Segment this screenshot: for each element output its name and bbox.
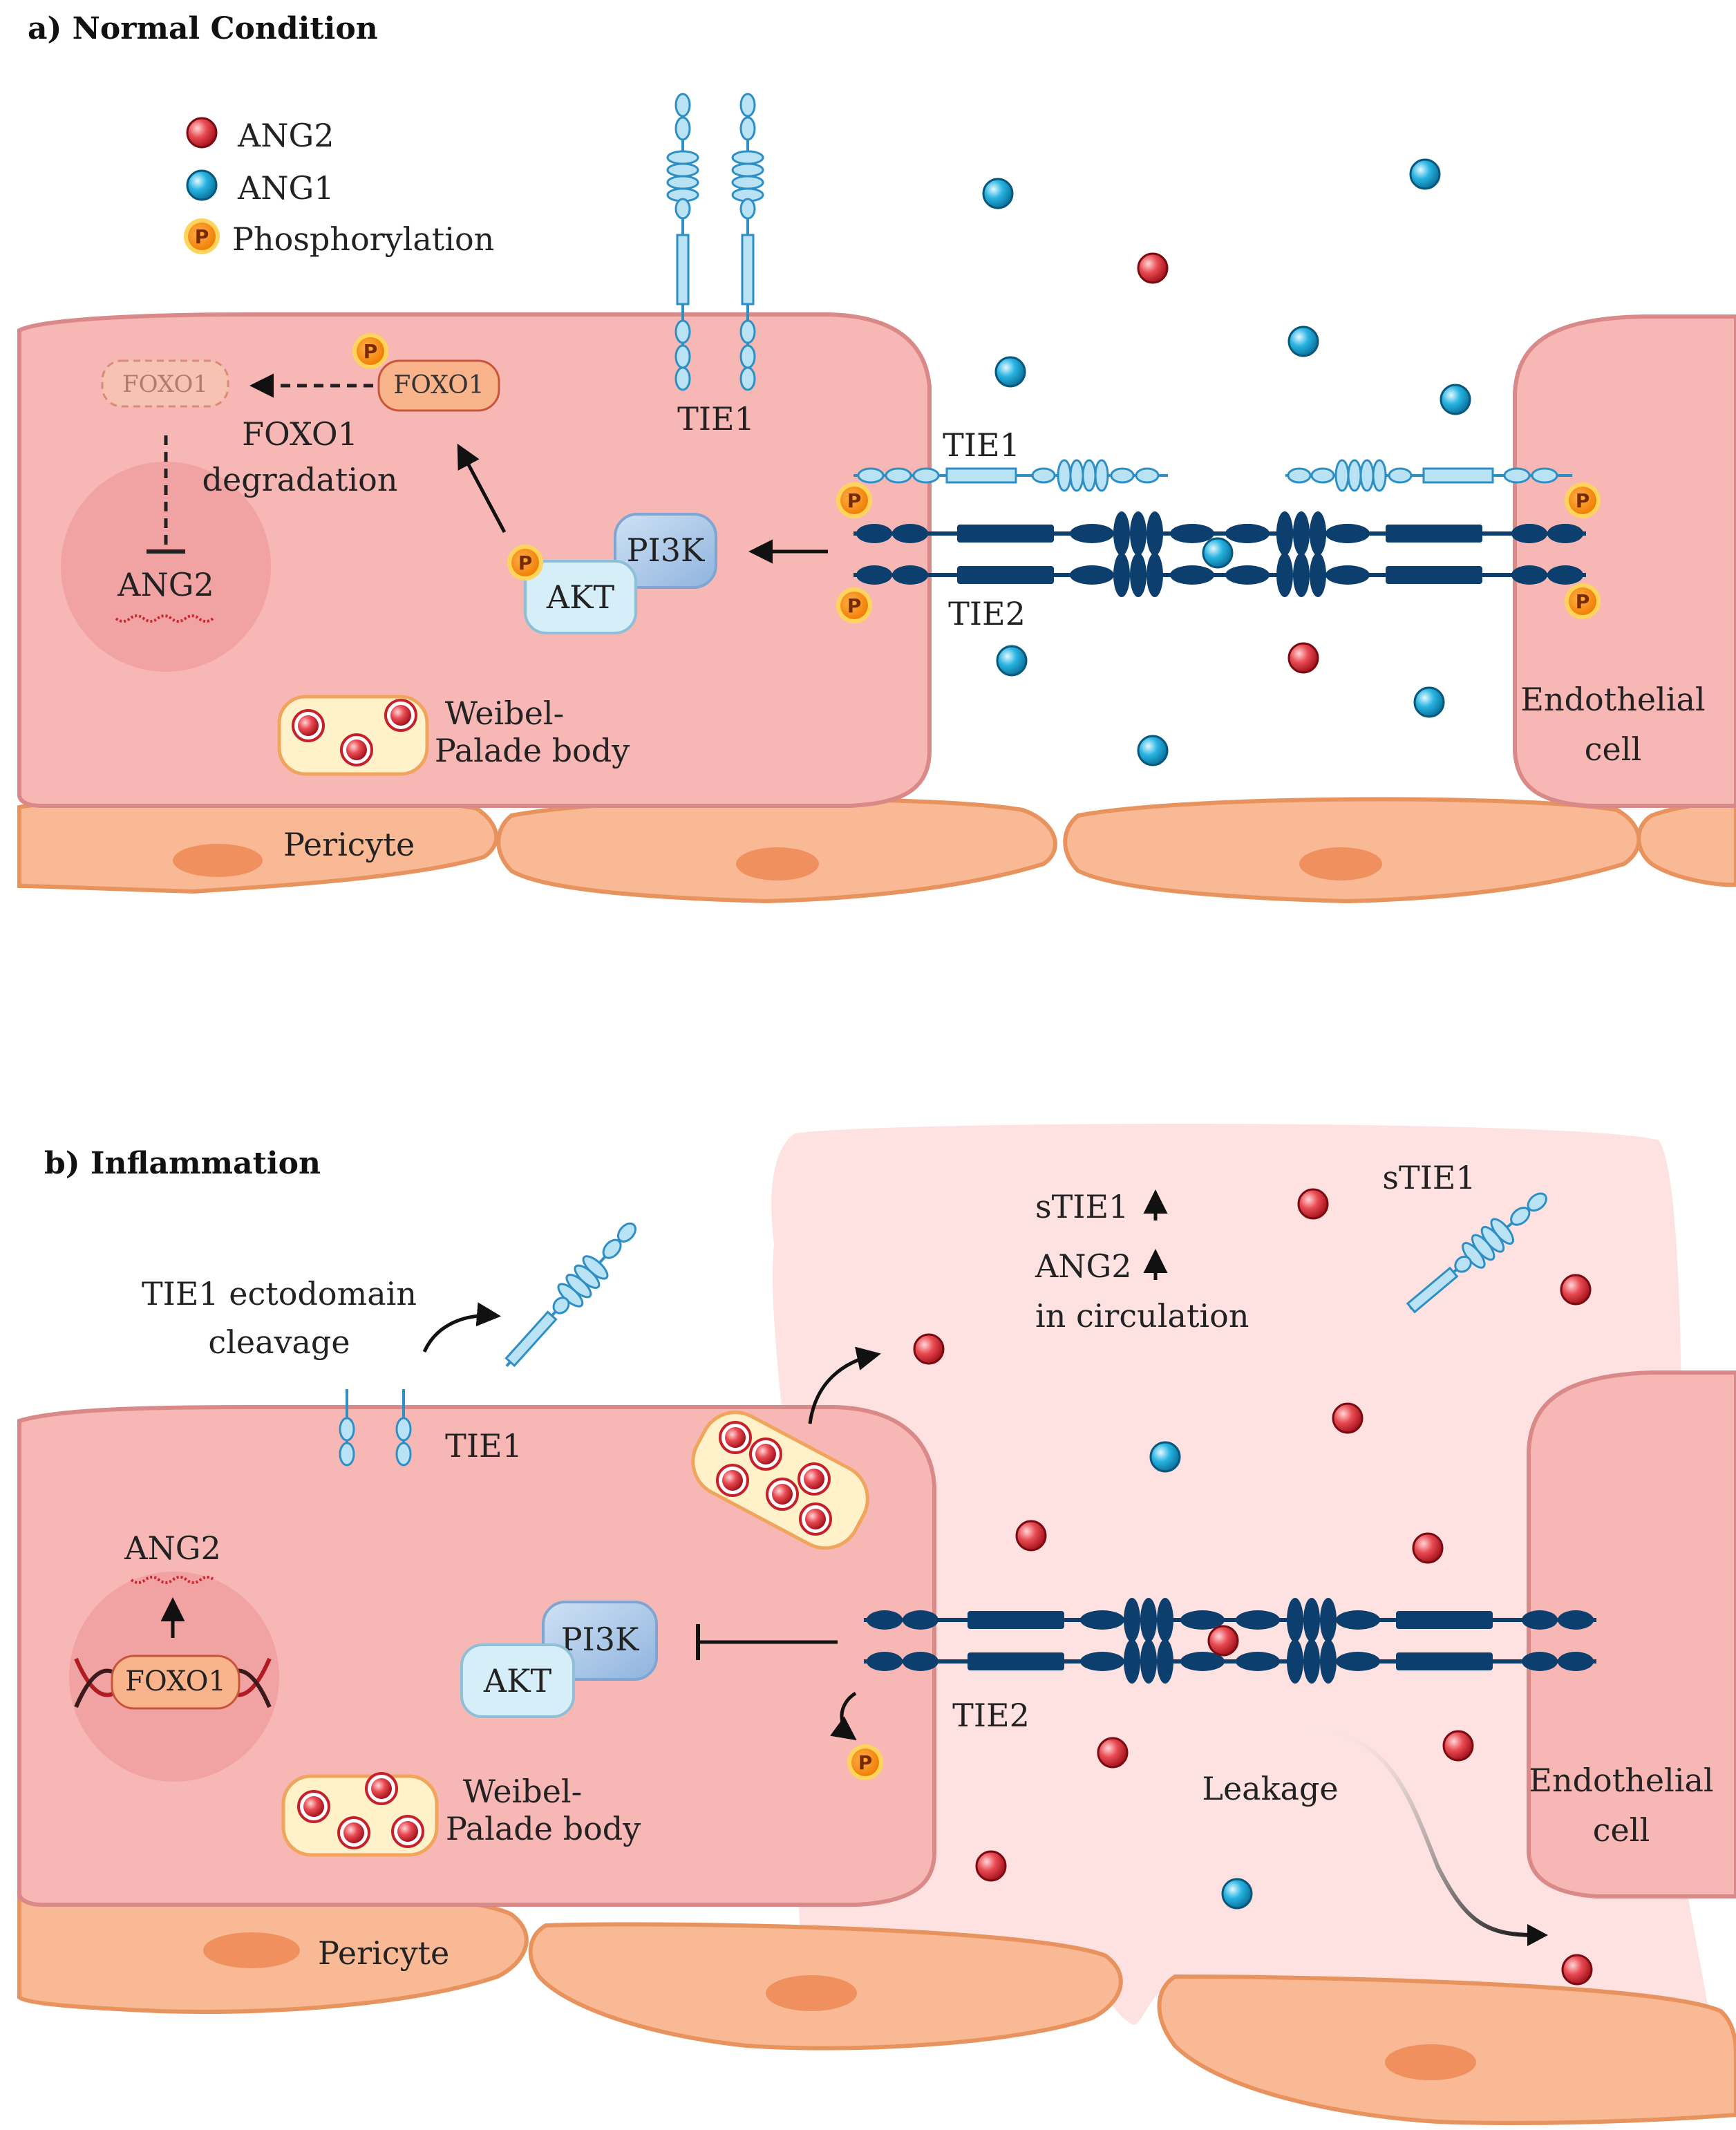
panel-a: a) Normal Condition Pericyte ANG2 FOXO1 … xyxy=(17,11,1736,904)
wpb-release-arrow xyxy=(808,1346,881,1424)
wpb-label-b-2: Palade body xyxy=(446,1810,641,1847)
svg-text:P: P xyxy=(1576,590,1590,613)
stie1-fragment xyxy=(1406,1192,1547,1314)
endothelial-label-a-1: Endothelial xyxy=(1520,681,1705,718)
cleavage-arrow xyxy=(422,1302,501,1353)
akt-to-foxo1-arrow xyxy=(457,443,507,534)
tie1-stub-2 xyxy=(395,1389,412,1467)
tie1-stub-1 xyxy=(339,1389,355,1467)
foxo1-label-a: FOXO1 xyxy=(393,371,484,399)
legend-ang1: ANG1 xyxy=(237,169,334,207)
tie1-receptor-horizontal-right xyxy=(1285,459,1572,492)
svg-text:P: P xyxy=(847,489,862,512)
tie1-receptor-horizontal-left xyxy=(853,459,1168,492)
pericyte-layer-b: Pericyte xyxy=(17,1885,1736,2125)
panel-b-title: b) Inflammation xyxy=(44,1146,321,1181)
ang2-mrna-b xyxy=(130,1576,216,1584)
tie1-label-b: TIE1 xyxy=(445,1427,522,1464)
circulation-ang2: ANG2 xyxy=(1035,1247,1131,1285)
pi3k-label-b: PI3K xyxy=(561,1621,640,1658)
pi3k-label-a: PI3K xyxy=(627,531,706,569)
leakage-arrow xyxy=(1299,1726,1535,1937)
legend-phosphorylation: Phosphorylation xyxy=(232,220,494,258)
dephosphorylation-arrow xyxy=(830,1691,857,1741)
endothelial-label-b-1: Endothelial xyxy=(1529,1762,1713,1799)
endothelial-cell-left-a xyxy=(17,312,932,808)
panel-a-title: a) Normal Condition xyxy=(28,11,378,46)
legend: ANG2 ANG1 P Phosphorylation xyxy=(184,117,494,258)
tie1-receptor-vertical-2 xyxy=(731,93,764,391)
endothelial-label-a-2: cell xyxy=(1585,731,1641,768)
ang2-nucleus-label-a: ANG2 xyxy=(117,566,214,603)
foxo1-degradation-label-1: FOXO1 xyxy=(242,415,358,453)
svg-text:P: P xyxy=(1576,489,1590,512)
tie2-receptor-b xyxy=(864,1598,1596,1684)
svg-text:P: P xyxy=(364,340,378,363)
leakage-label: Leakage xyxy=(1202,1770,1338,1807)
endothelial-cell-right-a xyxy=(1513,314,1736,808)
svg-text:P: P xyxy=(858,1751,873,1774)
stie1-label: sTIE1 xyxy=(1382,1159,1475,1196)
tie1-receptor-vertical-1 xyxy=(666,93,699,391)
pericyte-label-a: Pericyte xyxy=(283,826,415,863)
cleavage-label-2: cleavage xyxy=(208,1323,350,1361)
tie2-label-b: TIE2 xyxy=(952,1697,1030,1734)
akt-box-a xyxy=(524,560,637,634)
legend-ang2: ANG2 xyxy=(237,117,334,154)
nucleus-a xyxy=(61,462,271,672)
svg-text:P: P xyxy=(847,594,862,617)
foxo1-faded-label: FOXO1 xyxy=(122,370,208,398)
foxo1-label-b: FOXO1 xyxy=(125,1666,226,1697)
pericyte-label-b: Pericyte xyxy=(318,1934,449,1972)
tie1-top-label: TIE1 xyxy=(677,400,755,437)
akt-label-a: AKT xyxy=(546,578,615,616)
panel-b: b) Inflammation Pericyte ANG2 FOXO1 xyxy=(17,1124,1736,2125)
pericyte-layer-a: Pericyte xyxy=(17,795,1736,904)
akt-label-b: AKT xyxy=(483,1662,552,1699)
foxo1-faded xyxy=(101,359,229,408)
wpb-label-a-2: Palade body xyxy=(435,732,630,769)
endothelial-label-b-2: cell xyxy=(1593,1811,1650,1849)
tie2-label-a: TIE2 xyxy=(948,595,1026,632)
tie2-receptor-a-right xyxy=(1225,511,1583,597)
wpb-label-b-1: Weibel- xyxy=(463,1773,582,1810)
tie1-ectodomain-fragment xyxy=(504,1222,636,1368)
foxo1-box-b xyxy=(111,1655,240,1710)
circulation-text: in circulation xyxy=(1035,1297,1249,1335)
wpb-label-a-1: Weibel- xyxy=(445,695,564,732)
inflammation-region xyxy=(771,1124,1714,2046)
ang-molecules-a xyxy=(982,158,1471,766)
cleavage-label-1: TIE1 ectodomain xyxy=(142,1275,417,1312)
pi3k-box-a xyxy=(614,513,717,589)
foxo1-degradation-label-2: degradation xyxy=(202,461,398,498)
foxo1-box-a xyxy=(377,359,500,412)
ang2-nucleus-label-b: ANG2 xyxy=(124,1529,220,1567)
tie1-membrane-label: TIE1 xyxy=(943,426,1020,464)
endothelial-cell-right-b xyxy=(1527,1370,1736,1898)
akt-box-b xyxy=(460,1643,575,1718)
svg-text:P: P xyxy=(518,552,533,574)
circulation-stie1: sTIE1 xyxy=(1035,1188,1129,1225)
svg-text:P: P xyxy=(195,225,209,248)
